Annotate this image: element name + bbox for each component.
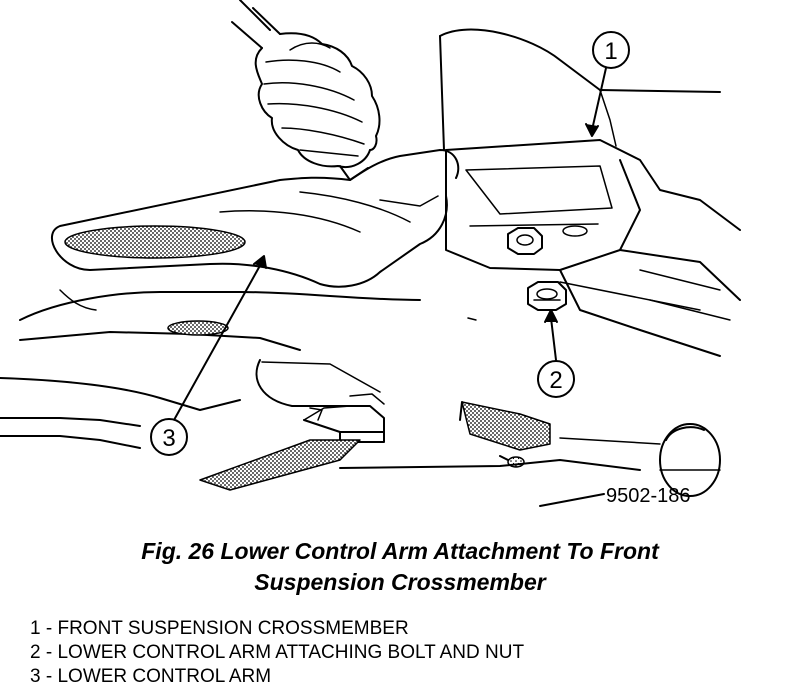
upper-attaching-bolt [507, 227, 543, 255]
callout-1: 1 [592, 31, 630, 69]
lower-structure [0, 289, 421, 449]
legend-separator: - [40, 618, 58, 639]
legend-text: FRONT SUSPENSION CROSSMEMBER [57, 618, 409, 639]
caption-line-1: Fig. 26 Lower Control Arm Attachment To … [141, 538, 659, 564]
legend-item: 1 - FRONT SUSPENSION CROSSMEMBER [30, 617, 790, 641]
leader-line-1 [585, 67, 607, 137]
suspension-diagram: 1 2 3 9502-186 [0, 0, 741, 507]
attaching-bolt-and-nut [527, 281, 567, 311]
bushing-cylinder [659, 423, 721, 497]
cv-boot [254, 32, 381, 181]
legend-separator: - [40, 666, 58, 687]
legend-item: 2 - LOWER CONTROL ARM ATTACHING BOLT AND… [30, 641, 790, 665]
leader-line-2 [544, 309, 558, 361]
axle-shaft [231, 0, 281, 49]
caption-line-2: Suspension Crossmember [254, 569, 546, 595]
callout-2-label: 2 [549, 367, 562, 394]
lower-control-arm [50, 149, 460, 288]
figure-code-leader [539, 493, 605, 507]
front-suspension-crossmember [439, 28, 741, 357]
legend-separator: - [40, 642, 58, 663]
legend-text: LOWER CONTROL ARM [57, 666, 272, 687]
callout-3-label: 3 [162, 425, 175, 452]
leader-line-3 [173, 255, 267, 421]
legend-number: 2 [30, 642, 41, 663]
legend-number: 1 [30, 618, 41, 639]
legend-number: 3 [30, 666, 41, 687]
callout-1-label: 1 [604, 38, 617, 65]
legend: 1 - FRONT SUSPENSION CROSSMEMBER 2 - LOW… [30, 617, 790, 689]
right-lower-bracket [339, 401, 661, 471]
left-lower-bracket [199, 359, 385, 491]
callout-2: 2 [537, 360, 575, 398]
figure-caption: Fig. 26 Lower Control Arm Attachment To … [0, 536, 800, 598]
figure-code: 9502-186 [606, 485, 691, 507]
legend-text: LOWER CONTROL ARM ATTACHING BOLT AND NUT [57, 642, 525, 663]
callout-3: 3 [150, 418, 188, 456]
legend-item: 3 - LOWER CONTROL ARM [30, 665, 790, 689]
